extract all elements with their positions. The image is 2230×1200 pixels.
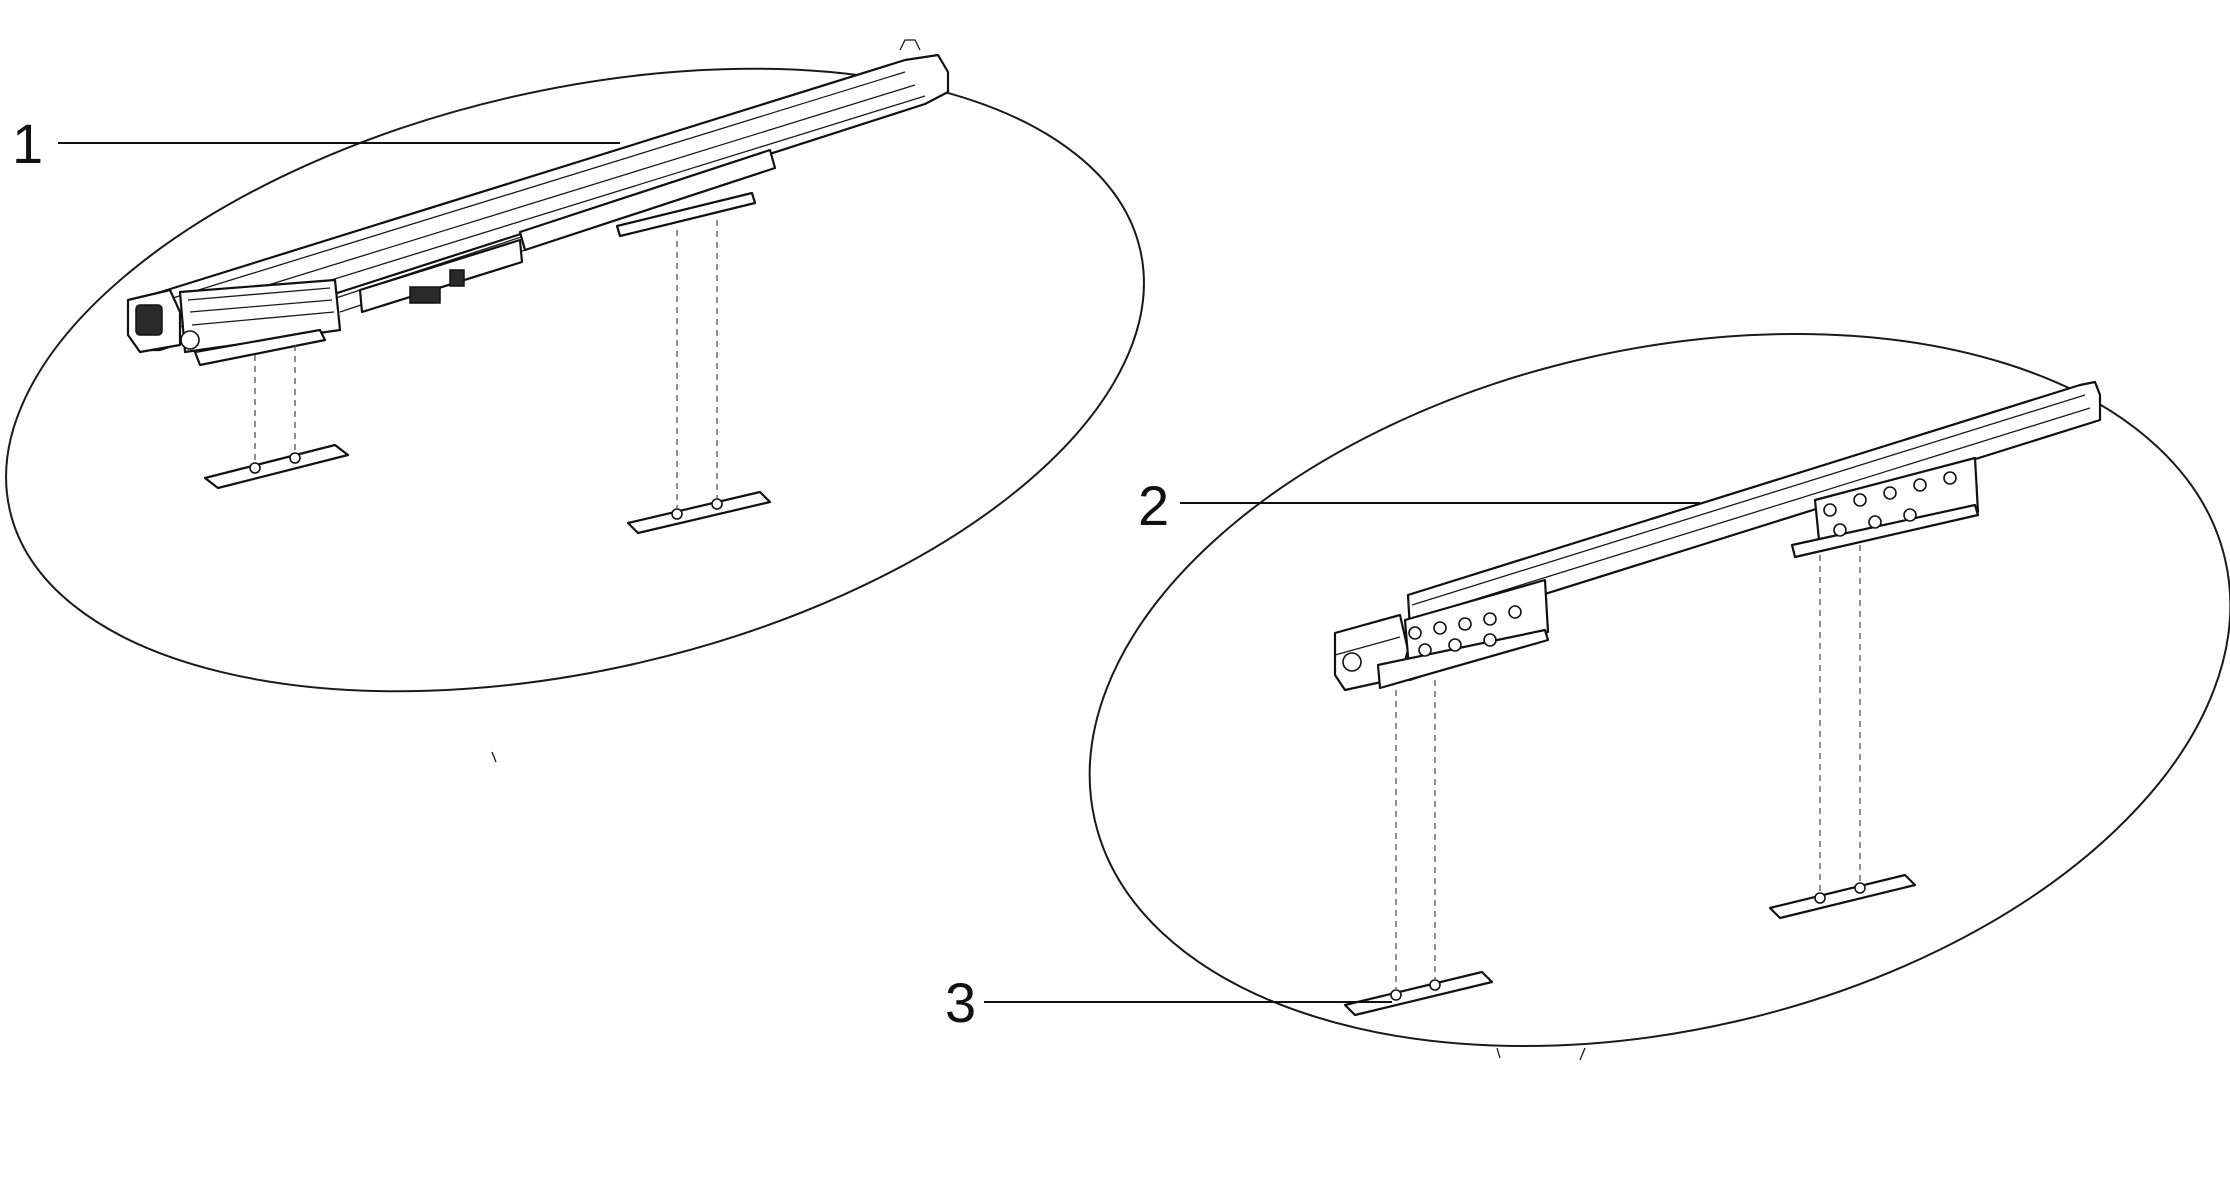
ellipse-right-tick-b bbox=[1579, 1047, 1586, 1061]
detail-ellipse-left bbox=[5, 67, 1145, 693]
mounting-pad-rear-2 bbox=[1768, 873, 1917, 920]
callout-label-3: 3 bbox=[945, 971, 976, 1034]
callout-label-2: 2 bbox=[1138, 474, 1169, 537]
runner-rail-2 bbox=[1333, 380, 2102, 692]
group-runner-2: 2 3 bbox=[945, 332, 2230, 1061]
mounting-pad-front-2 bbox=[1343, 970, 1494, 1017]
mounting-pad-front-1 bbox=[203, 443, 350, 490]
runner-rail-1 bbox=[126, 39, 950, 367]
mounting-pad-rear-1 bbox=[626, 490, 772, 535]
ellipse-right-tick-a bbox=[1496, 1047, 1501, 1059]
callout-label-1: 1 bbox=[12, 112, 43, 175]
rear-clip-1 bbox=[615, 191, 757, 238]
detail-ellipse-right bbox=[1088, 332, 2230, 1048]
group-runner-1: 1 bbox=[5, 39, 1145, 763]
ellipse-left-tick bbox=[491, 751, 497, 763]
